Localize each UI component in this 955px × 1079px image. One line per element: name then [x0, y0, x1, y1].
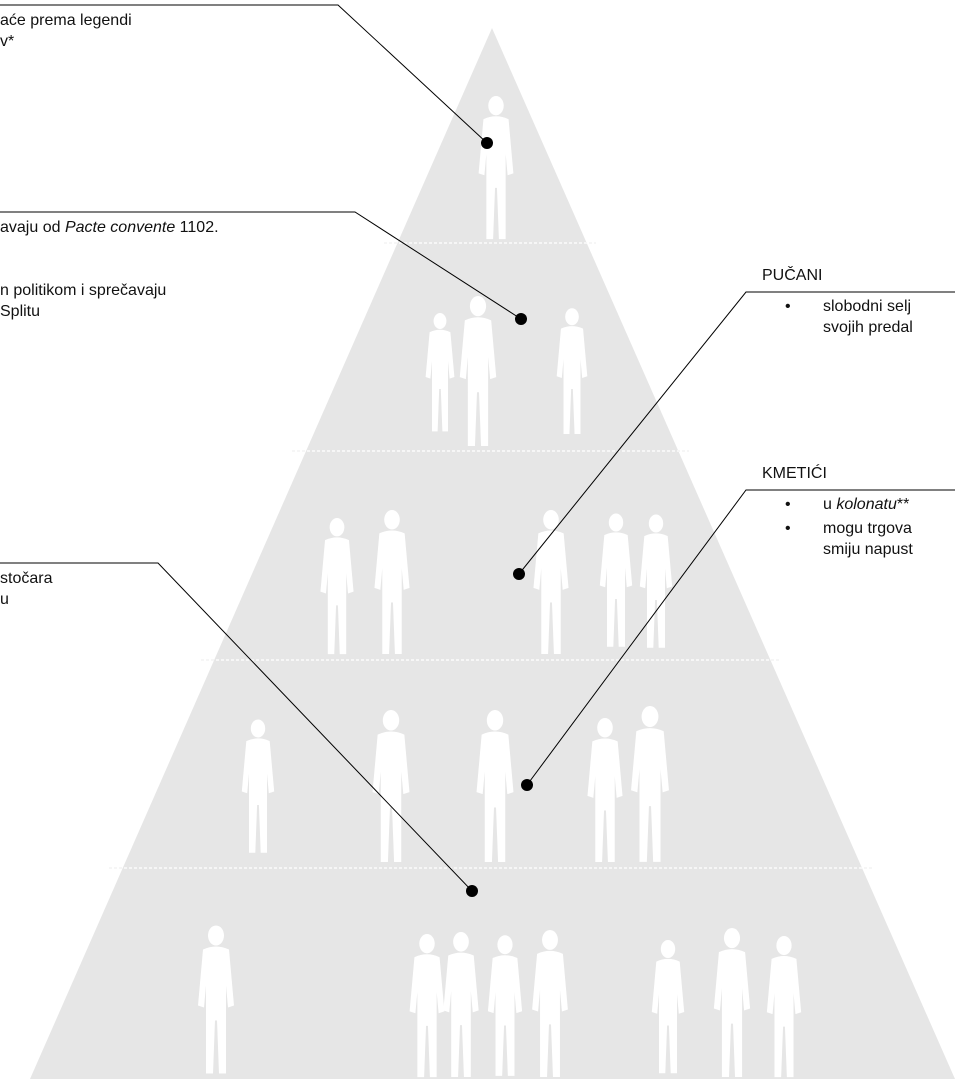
pucani-title: PUČANI — [762, 267, 823, 284]
pointer-dot-icon — [515, 313, 527, 325]
pointer-dot-icon-group — [466, 137, 533, 897]
top-left-callout-line-2: v* — [0, 33, 15, 50]
pucani-bullet-1: • slobodni selj svojih predal — [785, 296, 955, 340]
bullet-icon: • — [785, 520, 791, 537]
low-left-callout-line-1: stočara — [0, 570, 53, 587]
mid-left-callout-line-1: avaju od Pacte convente 1102. — [0, 217, 219, 238]
pucani-bullet-1-line-2: svojih predal — [823, 319, 913, 336]
kmetici-bullet-1: • u kolonatu** — [785, 494, 955, 516]
kmetici-b1-italic: kolonatu — [836, 496, 897, 513]
top-left-callout-line-1: aće prema legendi — [0, 12, 132, 29]
pointer-dot-icon — [466, 885, 478, 897]
mid-left-text-b: 1102. — [175, 219, 219, 236]
kmetici-bullet-2-line-2: smiju napust — [823, 541, 913, 558]
pointer-dot-icon — [481, 137, 493, 149]
mid-left-callout-line-2: n politikom i sprečavaju — [0, 282, 167, 299]
kmetici-title: KMETIĆI — [762, 465, 827, 482]
bullet-icon: • — [785, 496, 791, 513]
kmetici-bullet-2: • mogu trgova smiju napust — [785, 518, 955, 562]
bullet-icon: • — [785, 298, 791, 315]
callout-lines — [0, 4, 955, 892]
kmetici-bullet-2-line-1: mogu trgova — [823, 520, 912, 537]
kmetici-b1-b: ** — [896, 496, 910, 513]
pyramid-level-dividers — [109, 242, 873, 869]
low-left-callout-line-2: u — [0, 591, 9, 608]
kmetici-b1-a: u — [823, 496, 837, 513]
kmetici-bullet-1-text: u kolonatu** — [823, 494, 909, 515]
pucani-bullet-1-line-1: slobodni selj — [823, 298, 912, 315]
mid-left-text-italic: Pacte convente — [64, 219, 176, 236]
mid-left-text-a: avaju od — [0, 219, 65, 236]
pointer-dot-icon — [513, 568, 525, 580]
pointer-dot-icon — [521, 779, 533, 791]
mid-left-callout-line-3: Splitu — [0, 303, 41, 320]
